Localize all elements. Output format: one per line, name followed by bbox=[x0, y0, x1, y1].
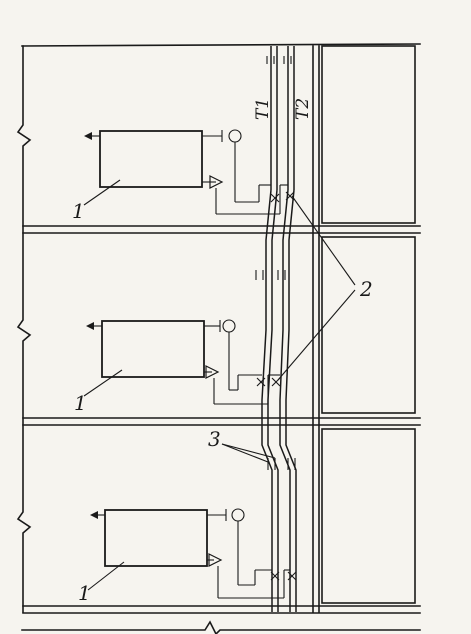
radiator-unit-upper bbox=[84, 129, 295, 215]
shutoff-valve-icon bbox=[270, 191, 295, 203]
thermostatic-valve-icon bbox=[231, 508, 245, 522]
riser-pipes bbox=[255, 46, 297, 612]
leader-fitting-a bbox=[221, 443, 269, 463]
vent-arrow-icon bbox=[86, 322, 94, 330]
label-radiator-upper: 1 bbox=[72, 199, 85, 223]
top-slab-line bbox=[21, 43, 421, 47]
thermostatic-valve-icon bbox=[222, 319, 236, 333]
label-valve: 2 bbox=[359, 277, 373, 301]
leader-valve-middle bbox=[277, 289, 356, 381]
radiator-unit-middle bbox=[86, 319, 281, 405]
riser-t1-lower-2 bbox=[267, 189, 279, 612]
label-fitting: 3 bbox=[208, 427, 221, 451]
window-lower bbox=[321, 428, 416, 604]
leader-radiator-lower bbox=[87, 561, 125, 591]
leader-lines bbox=[83, 179, 356, 591]
label-pipe-t1: T1 bbox=[253, 98, 273, 120]
left-wall bbox=[16, 45, 32, 613]
leader-valve-upper bbox=[291, 195, 356, 286]
label-pipe-t2: T2 bbox=[293, 98, 313, 120]
building-outline bbox=[16, 43, 421, 634]
vent-arrow-icon bbox=[90, 511, 98, 519]
riser-t2-lower-2 bbox=[285, 189, 297, 612]
vent-arrow-icon bbox=[84, 132, 92, 140]
thermostatic-valve-icon bbox=[228, 129, 242, 143]
leader-radiator-upper bbox=[83, 179, 121, 206]
label-radiator-lower: 1 bbox=[78, 581, 91, 605]
window-middle bbox=[321, 236, 416, 414]
riser-t2-lower bbox=[279, 189, 291, 612]
riser-fitting-marks-lower bbox=[267, 458, 296, 470]
radiator-lower bbox=[104, 509, 208, 567]
return-fitting-icon bbox=[209, 175, 224, 189]
radiator-middle bbox=[101, 320, 205, 378]
riser-fitting-marks-middle bbox=[255, 270, 286, 280]
radiator-upper bbox=[99, 130, 203, 188]
radiator-unit-lower bbox=[90, 508, 297, 599]
return-fitting-icon bbox=[205, 365, 220, 379]
leader-fitting-b bbox=[221, 443, 276, 459]
ground-line bbox=[21, 620, 421, 634]
riser-fitting-marks-top bbox=[266, 56, 292, 64]
leader-radiator-middle bbox=[83, 369, 123, 397]
window-upper bbox=[321, 45, 416, 224]
riser-t1-lower bbox=[261, 189, 273, 612]
return-fitting-icon bbox=[208, 553, 223, 567]
shutoff-valve-icon bbox=[270, 571, 297, 581]
label-radiator-middle: 1 bbox=[74, 391, 87, 415]
